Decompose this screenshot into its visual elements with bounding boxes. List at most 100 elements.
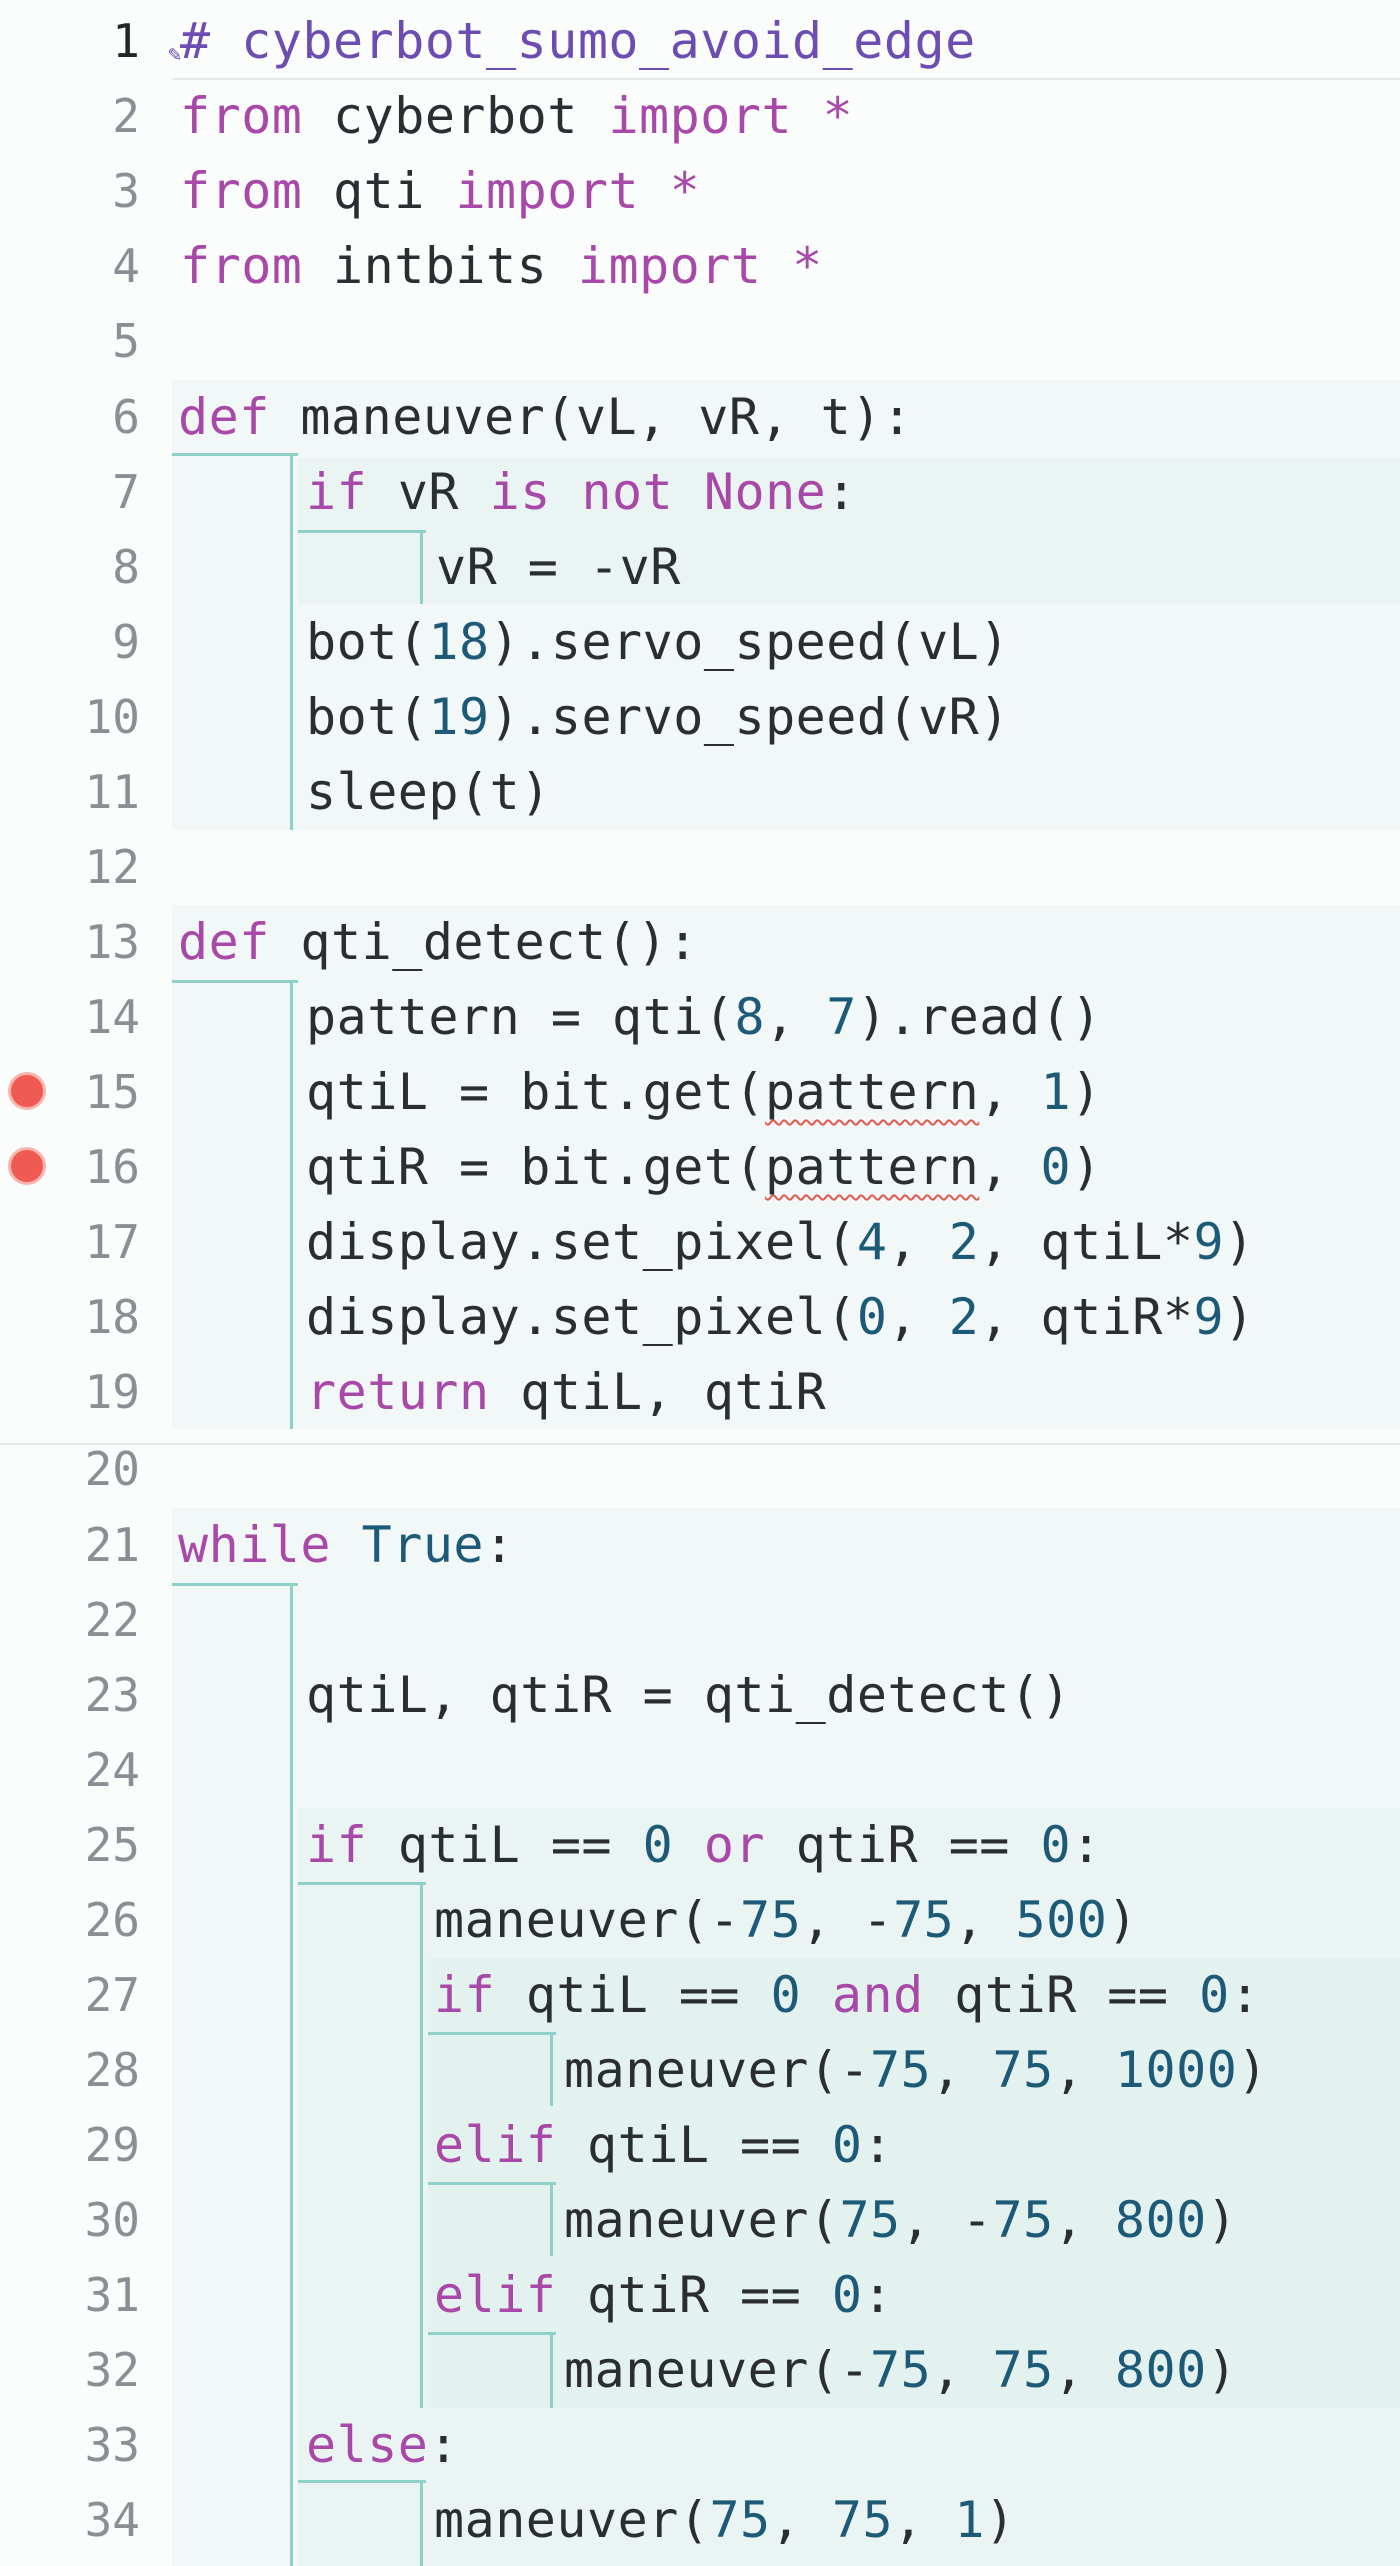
code-text[interactable]: maneuver(-75, -75, 500) [434, 1883, 1138, 1958]
line-number[interactable]: 2 [112, 89, 140, 143]
code-line[interactable]: 4 from intbits import * [0, 229, 1400, 304]
code-text[interactable]: from intbits import * [180, 229, 823, 304]
code-line[interactable]: 19 return qtiL, qtiR [0, 1355, 1400, 1430]
line-number[interactable]: 32 [84, 2343, 140, 2397]
code-text[interactable]: display.set_pixel(0, 2, qtiR*9) [306, 1280, 1255, 1355]
line-number[interactable]: 30 [84, 2193, 140, 2247]
code-line[interactable]: 15 qtiL = bit.get(pattern, 1) [0, 1055, 1400, 1130]
code-line[interactable]: 27 if qtiL == 0 and qtiR == 0: [0, 1958, 1400, 2033]
code-text[interactable]: if qtiL == 0 or qtiR == 0: [306, 1808, 1102, 1883]
breakpoint-icon[interactable] [8, 1072, 46, 1110]
code-line[interactable]: 6 def maneuver(vL, vR, t): [0, 380, 1400, 455]
code-text[interactable]: vR = -vR [436, 530, 681, 605]
code-line[interactable]: 11 sleep(t) [0, 755, 1400, 830]
line-number[interactable]: 33 [84, 2418, 140, 2472]
code-text[interactable]: return qtiL, qtiR [306, 1355, 826, 1430]
code-text[interactable]: pattern = qti(8, 7).read() [306, 980, 1102, 1055]
line-number[interactable]: 1 [112, 14, 140, 68]
line-number[interactable]: 9 [112, 615, 140, 669]
line-number[interactable]: 3 [112, 164, 140, 218]
code-line[interactable]: 10 bot(19).servo_speed(vR) [0, 680, 1400, 755]
code-line[interactable]: 29 elif qtiL == 0: [0, 2108, 1400, 2183]
line-number[interactable]: 13 [84, 915, 140, 969]
line-number[interactable]: 24 [84, 1743, 140, 1797]
code-line[interactable]: 28 maneuver(-75, 75, 1000) [0, 2033, 1400, 2108]
code-line[interactable]: 17 display.set_pixel(4, 2, qtiL*9) [0, 1205, 1400, 1280]
code-line[interactable]: 21 while True: [0, 1508, 1400, 1583]
code-text[interactable]: qtiL = bit.get(pattern, 1) [306, 1055, 1102, 1130]
code-line[interactable]: 9 bot(18).servo_speed(vL) [0, 605, 1400, 680]
line-number[interactable]: 5 [112, 314, 140, 368]
code-text[interactable]: else: [306, 2408, 459, 2483]
code-text[interactable]: bot(19).servo_speed(vR) [306, 680, 1010, 755]
line-number[interactable]: 12 [84, 840, 140, 894]
line-number[interactable]: 11 [84, 765, 140, 819]
line-number[interactable]: 20 [84, 1442, 140, 1496]
code-line[interactable]: 22 [0, 1583, 1400, 1658]
line-number[interactable]: 28 [84, 2043, 140, 2097]
line-number[interactable]: 18 [84, 1290, 140, 1344]
code-line[interactable]: 14 pattern = qti(8, 7).read() [0, 980, 1400, 1055]
line-number[interactable]: 6 [112, 390, 140, 444]
code-line[interactable]: 3 from qti import * [0, 154, 1400, 229]
code-line[interactable]: 20 [0, 1432, 1400, 1507]
code-text[interactable]: def qti_detect(): [178, 905, 698, 980]
code-text[interactable]: maneuver(-75, 75, 1000) [564, 2033, 1268, 2108]
line-number[interactable]: 22 [84, 1593, 140, 1647]
line-number[interactable]: 29 [84, 2118, 140, 2172]
code-text[interactable]: maneuver(75, 75, 1) [434, 2483, 1016, 2558]
code-line[interactable]: 24 [0, 1733, 1400, 1808]
code-line[interactable]: 16 qtiR = bit.get(pattern, 0) [0, 1130, 1400, 1205]
line-number[interactable]: 17 [84, 1215, 140, 1269]
code-line[interactable]: 30 maneuver(75, -75, 800) [0, 2183, 1400, 2258]
code-text[interactable]: from cyberbot import * [180, 79, 853, 154]
breakpoint-icon[interactable] [8, 1147, 46, 1185]
code-text[interactable]: qtiL, qtiR = qti_detect() [306, 1658, 1071, 1733]
code-text[interactable]: if vR is not None: [306, 455, 857, 530]
code-line[interactable]: 34 maneuver(75, 75, 1) [0, 2483, 1400, 2558]
line-number[interactable]: 16 [84, 1140, 140, 1194]
code-line[interactable]: 7 if vR is not None: [0, 455, 1400, 530]
code-text[interactable]: bot(18).servo_speed(vL) [306, 605, 1010, 680]
line-number[interactable]: 7 [112, 465, 140, 519]
code-text[interactable]: def maneuver(vL, vR, t): [178, 380, 912, 455]
code-line[interactable]: 25 if qtiL == 0 or qtiR == 0: [0, 1808, 1400, 1883]
code-text[interactable]: display.set_pixel(4, 2, qtiL*9) [306, 1205, 1255, 1280]
code-text[interactable]: from qti import * [180, 154, 700, 229]
code-text[interactable]: sleep(t) [306, 755, 551, 830]
line-number[interactable]: 25 [84, 1818, 140, 1872]
code-text[interactable]: elif qtiR == 0: [434, 2258, 893, 2333]
code-text[interactable]: while True: [178, 1508, 515, 1583]
code-line[interactable]: 33 else: [0, 2408, 1400, 2483]
line-number[interactable]: 34 [84, 2493, 140, 2547]
code-line[interactable]: 2 from cyberbot import * [0, 79, 1400, 154]
code-text[interactable]: maneuver(-75, 75, 800) [564, 2333, 1237, 2408]
line-number[interactable]: 31 [84, 2268, 140, 2322]
line-number[interactable]: 8 [112, 540, 140, 594]
code-line[interactable]: 8 vR = -vR [0, 530, 1400, 605]
code-line[interactable]: 23 qtiL, qtiR = qti_detect() [0, 1658, 1400, 1733]
line-number[interactable]: 21 [84, 1518, 140, 1572]
code-text[interactable]: # cyberbot_sumo_avoid_edge [180, 4, 976, 79]
code-text[interactable]: if qtiL == 0 and qtiR == 0: [434, 1958, 1260, 2033]
code-line[interactable]: 1 # cyberbot_sumo_avoid_edge [0, 4, 1400, 79]
code-line[interactable]: 32 maneuver(-75, 75, 800) [0, 2333, 1400, 2408]
line-number[interactable]: 26 [84, 1893, 140, 1947]
line-number[interactable]: 19 [84, 1365, 140, 1419]
code-line[interactable]: 31 elif qtiR == 0: [0, 2258, 1400, 2333]
code-line[interactable]: 12 [0, 830, 1400, 905]
code-line[interactable]: 5 [0, 304, 1400, 379]
line-number[interactable]: 23 [84, 1668, 140, 1722]
code-line[interactable]: 13 def qti_detect(): [0, 905, 1400, 980]
code-line[interactable]: 18 display.set_pixel(0, 2, qtiR*9) [0, 1280, 1400, 1355]
line-number[interactable]: 27 [84, 1968, 140, 2022]
code-text[interactable]: elif qtiL == 0: [434, 2108, 893, 2183]
code-line[interactable]: 26 maneuver(-75, -75, 500) [0, 1883, 1400, 1958]
line-number[interactable]: 10 [84, 690, 140, 744]
code-text[interactable]: qtiR = bit.get(pattern, 0) [306, 1130, 1102, 1205]
line-number[interactable]: 4 [112, 239, 140, 293]
line-number[interactable]: 15 [84, 1065, 140, 1119]
line-number[interactable]: 14 [84, 990, 140, 1044]
code-text[interactable]: maneuver(75, -75, 800) [564, 2183, 1237, 2258]
